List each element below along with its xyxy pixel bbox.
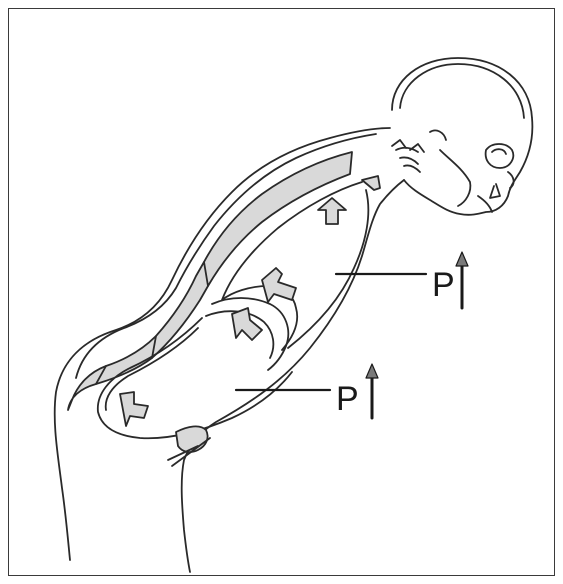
arrow-thorax-down (262, 268, 296, 302)
arrow-upper-thorax (362, 176, 380, 190)
arrow-thorax-top (318, 198, 346, 224)
body-contour (55, 128, 404, 572)
up-arrow-lower (366, 364, 378, 418)
pelvic-floor (168, 426, 210, 466)
arrow-diaphragm (232, 308, 262, 340)
pressure-label-lower: P (336, 380, 359, 418)
skull (392, 58, 532, 215)
pressure-label-upper: P (432, 266, 455, 304)
up-arrow-upper (456, 252, 468, 308)
arrow-abdomen (120, 392, 148, 426)
spine (68, 152, 352, 410)
